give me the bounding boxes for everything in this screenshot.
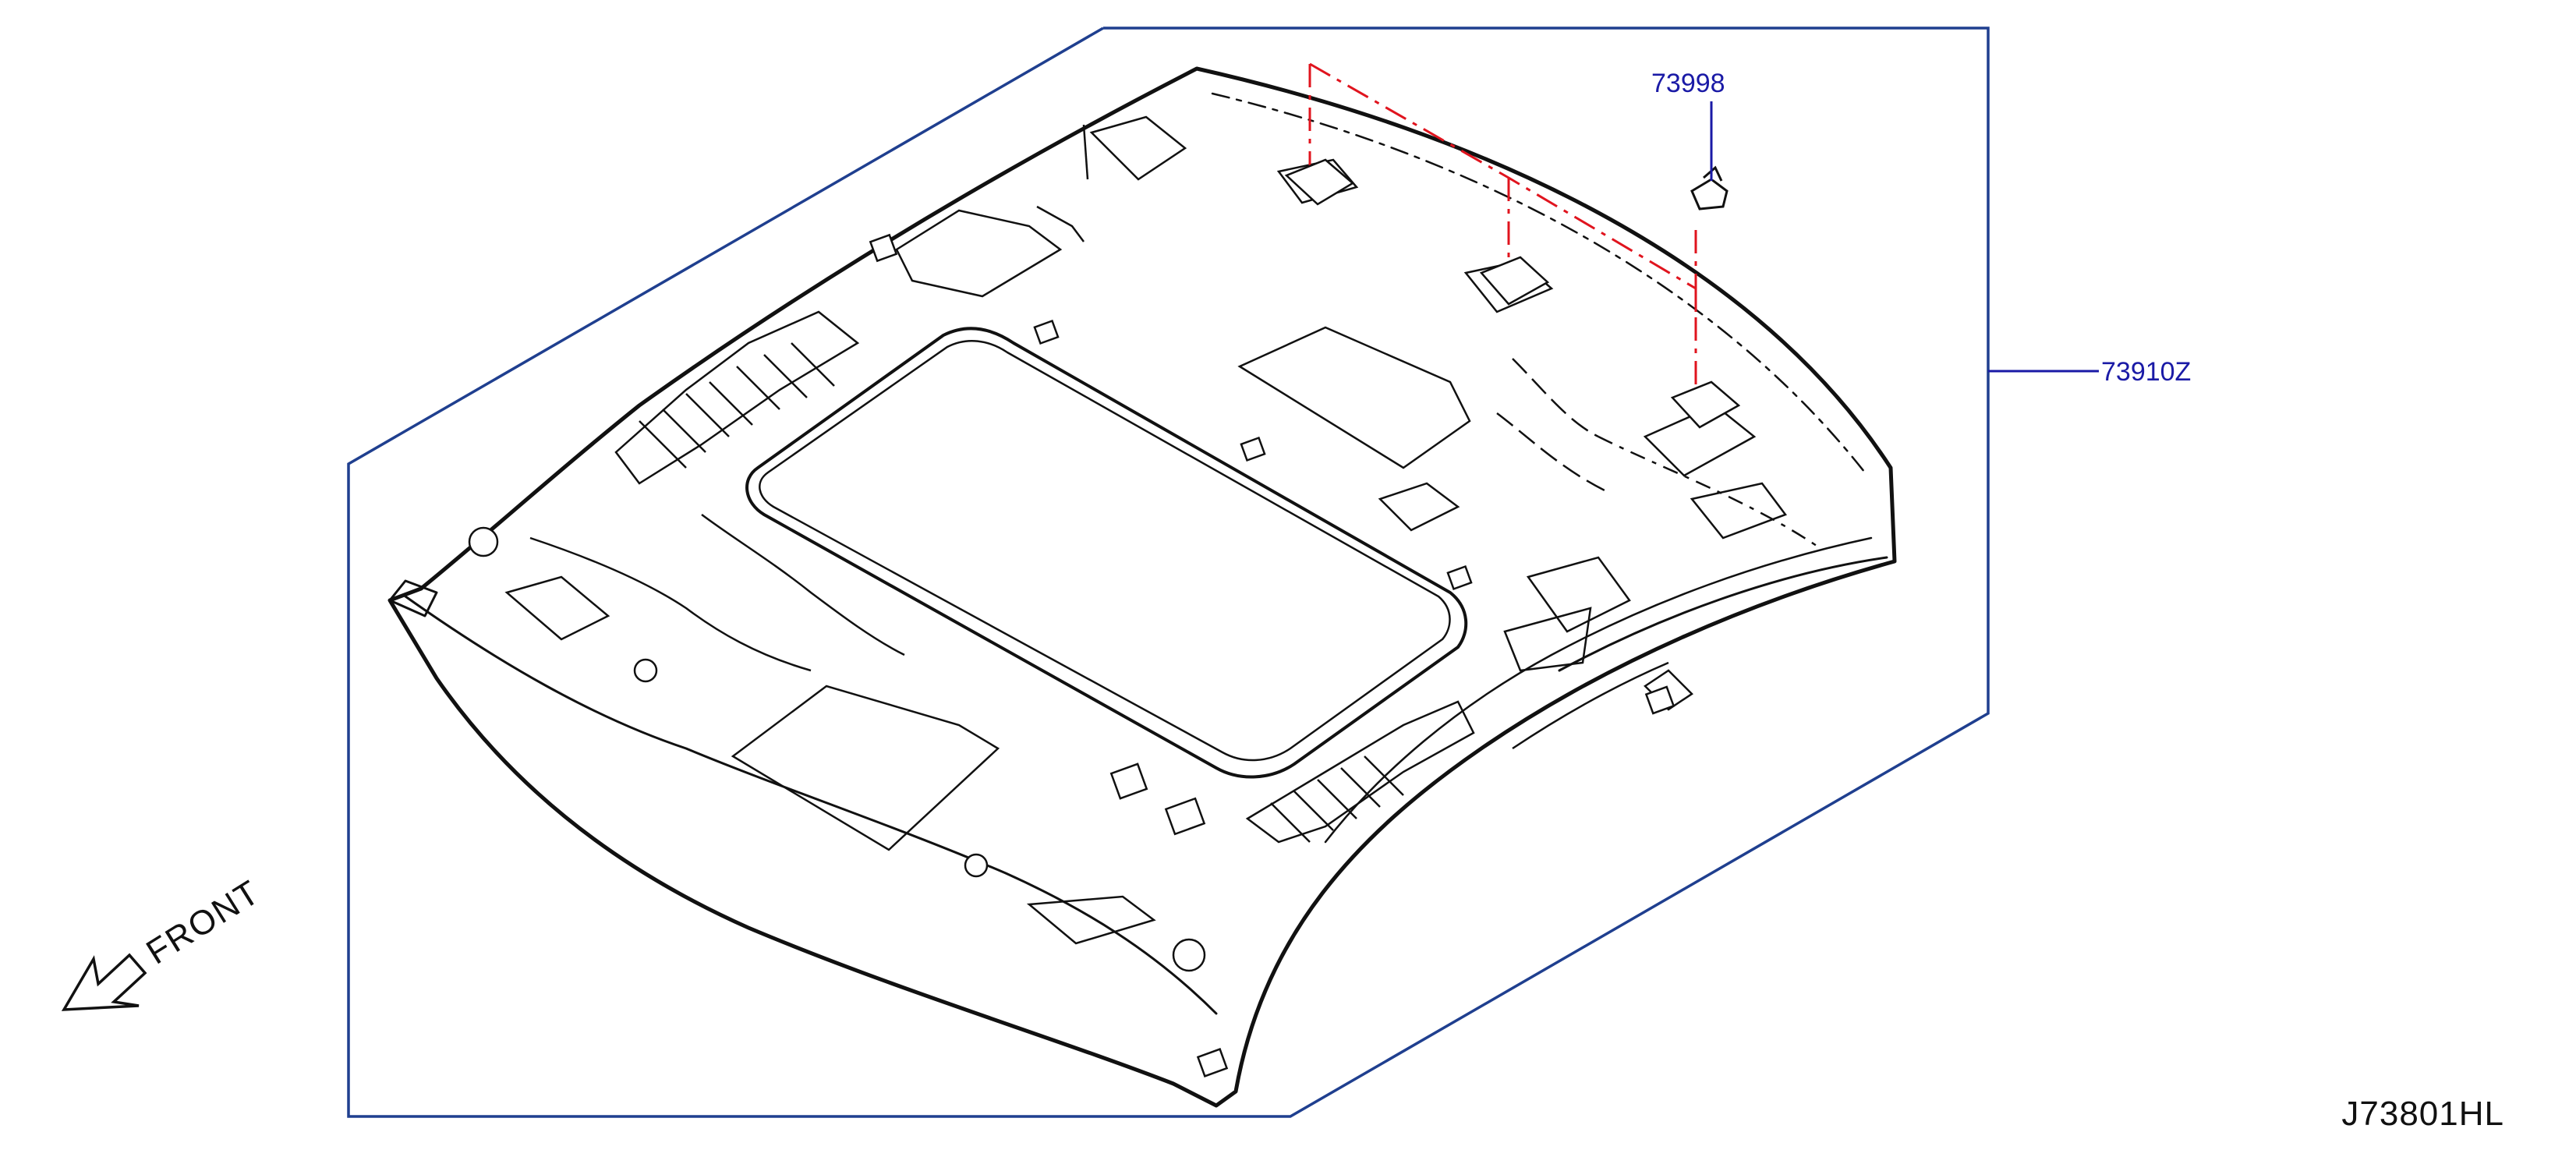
headliner-panel <box>387 66 1897 1108</box>
clip-location-phantom-lines <box>1308 62 1697 405</box>
clip-73998-part <box>1690 165 1729 211</box>
front-direction-arrow <box>61 953 147 1011</box>
clip-seats <box>1284 158 1741 429</box>
mounting-fixtures <box>468 233 1675 1077</box>
panel-recesses <box>731 326 1817 851</box>
callout-73998: 73998 <box>1651 69 1725 98</box>
front-label: FRONT <box>140 872 267 971</box>
callout-leaders <box>1710 101 2099 373</box>
left-rail-details <box>504 115 1187 945</box>
assembly-frame <box>347 27 1990 1118</box>
callout-73910z: 73910Z <box>2101 357 2191 387</box>
sunroof-opening <box>745 327 1468 779</box>
diagram-id: J73801HL <box>2341 1095 2504 1133</box>
